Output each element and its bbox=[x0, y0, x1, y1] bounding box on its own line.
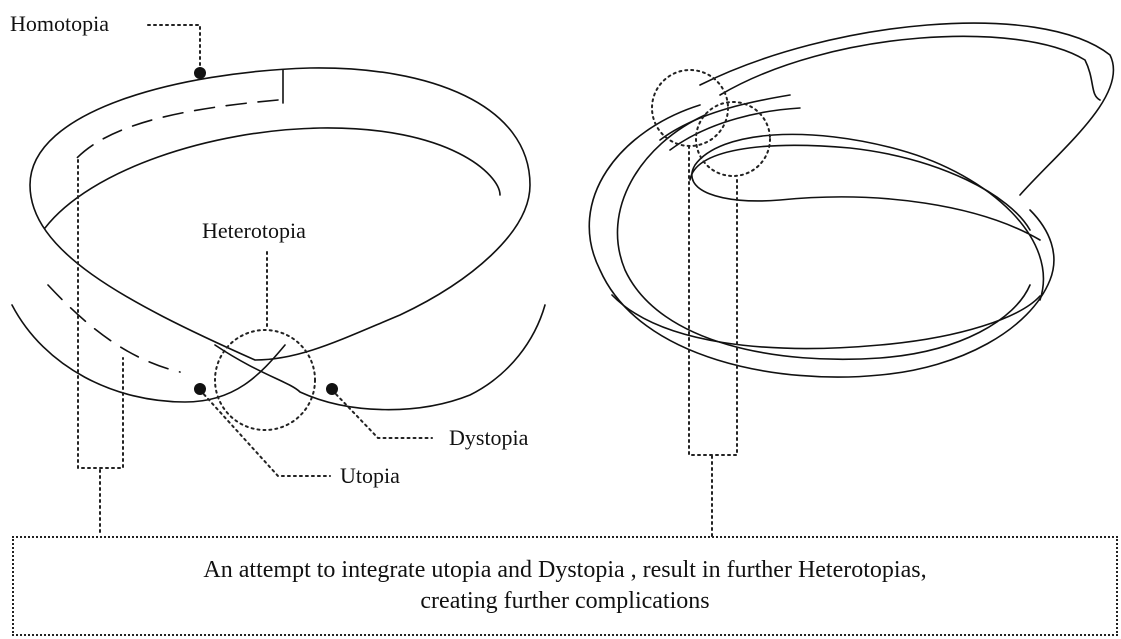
right-bracket bbox=[689, 146, 737, 455]
dystopia-label: Dystopia bbox=[449, 426, 528, 450]
utopia-dot bbox=[194, 383, 206, 395]
homotopia-label: Homotopia bbox=[10, 12, 109, 36]
caption-box: An attempt to integrate utopia and Dysto… bbox=[12, 536, 1118, 636]
dystopia-leader bbox=[332, 390, 432, 438]
homotopia-leader bbox=[148, 25, 200, 72]
utopia-label: Utopia bbox=[340, 464, 400, 488]
caption-line-2: creating further complications bbox=[420, 586, 709, 617]
caption-line-1: An attempt to integrate utopia and Dysto… bbox=[203, 555, 926, 586]
heterotopia-label: Heterotopia bbox=[202, 219, 306, 243]
right-band-inner-loop-2 bbox=[690, 145, 1030, 230]
right-circle-2 bbox=[696, 102, 770, 176]
right-band-crossing bbox=[660, 95, 800, 150]
dystopia-dot bbox=[326, 383, 338, 395]
left-band-edge-lower-right bbox=[215, 305, 545, 410]
left-band-inner-top bbox=[45, 128, 500, 228]
heterotopia-circle bbox=[215, 330, 315, 430]
left-bracket bbox=[78, 160, 123, 468]
left-band-edge-lower-left bbox=[12, 305, 285, 402]
right-band-inner-loop bbox=[692, 134, 1044, 300]
homotopia-dot bbox=[194, 67, 206, 79]
left-band-outer-top bbox=[30, 68, 530, 360]
right-band-lower-wrap bbox=[612, 295, 1040, 348]
